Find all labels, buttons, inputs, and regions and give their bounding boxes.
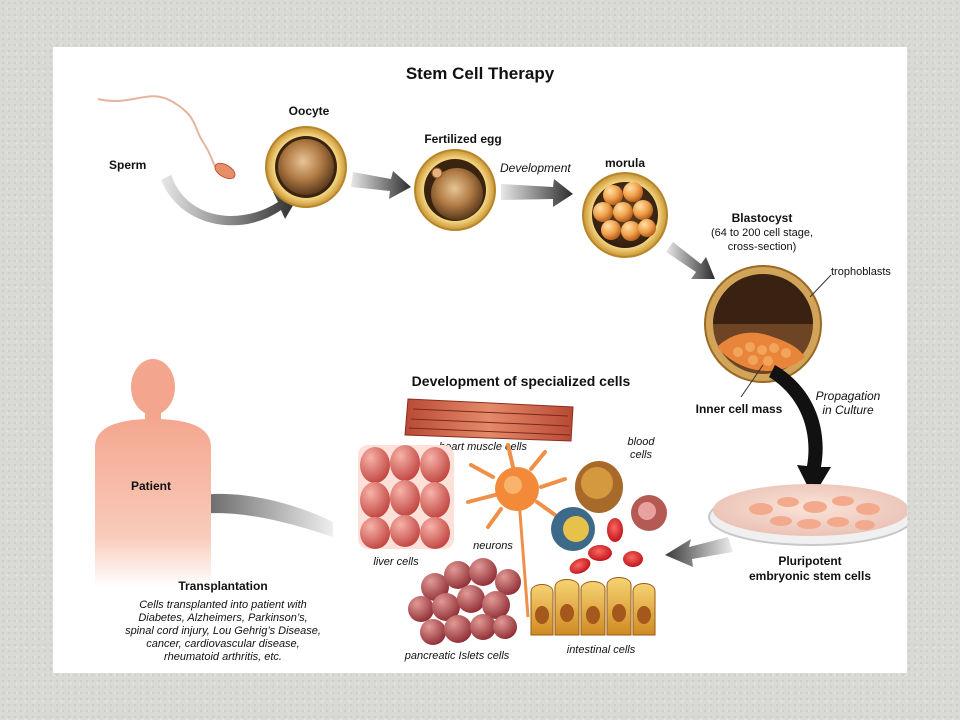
transplantation-line-1: Cells transplanted into patient with: [139, 599, 307, 611]
diagram-title: Stem Cell Therapy: [406, 64, 555, 83]
liver-cells-illustration: [358, 445, 454, 549]
specialized-heading: Development of specialized cells: [412, 373, 631, 389]
sperm-illustration: [97, 95, 236, 180]
petri-dish-illustration: [708, 484, 907, 546]
oocyte-illustration: [265, 126, 347, 208]
patient-label: Patient: [131, 479, 171, 493]
transplantation-heading: Transplantation: [178, 579, 267, 593]
diagram-card: Stem Cell Therapy Sperm Oocyte Fertilize…: [53, 47, 907, 673]
arrow-sperm-to-oocyte: [161, 175, 298, 226]
transplantation-line-2: Diabetes, Alzheimers, Parkinson’s,: [138, 612, 307, 624]
blastocyst-label: Blastocyst: [732, 211, 793, 225]
morula-illustration: [582, 172, 668, 258]
morula-label: morula: [605, 156, 645, 170]
arrow-egg-to-morula: [501, 179, 573, 207]
liver-cells-label: liver cells: [373, 556, 419, 568]
intestinal-cells-label: intestinal cells: [567, 644, 636, 656]
sperm-label: Sperm: [109, 158, 146, 172]
blood-cells-label-2: cells: [630, 449, 653, 461]
transplantation-line-3: spinal cord injury, Lou Gehrig’s Disease…: [125, 625, 321, 637]
heart-muscle-illustration: [404, 398, 574, 442]
arrow-propagation: [769, 365, 831, 497]
pancreatic-cells-illustration: [408, 558, 521, 645]
stem-cell-diagram: Stem Cell Therapy Sperm Oocyte Fertilize…: [95, 64, 907, 663]
fertilized-egg-label: Fertilized egg: [424, 132, 501, 146]
neurons-label: neurons: [473, 540, 513, 552]
arrow-dish-to-cells: [665, 537, 733, 567]
propagation-label-1: Propagation: [816, 389, 881, 403]
trophoblasts-label: trophoblasts: [831, 266, 891, 278]
blastocyst-note-1: (64 to 200 cell stage,: [711, 227, 813, 239]
patient-silhouette: [95, 359, 211, 587]
pancreatic-cells-label: pancreatic Islets cells: [404, 650, 510, 662]
blood-cells-label-1: blood: [628, 436, 656, 448]
neuron-illustration: [466, 443, 567, 618]
blastocyst-note-2: cross-section): [728, 241, 796, 253]
heart-muscle-label: heart muscle cells: [439, 441, 528, 453]
arrow-morula-to-blastocyst: [666, 242, 715, 279]
intestinal-cells-illustration: [530, 577, 656, 636]
pluripotent-label-1: Pluripotent: [778, 554, 841, 568]
propagation-label-2: in Culture: [822, 403, 874, 417]
fertilized-egg-illustration: [414, 149, 496, 231]
transplantation-line-4: cancer, cardiovascular disease,: [146, 638, 299, 650]
trophoblasts-pointer: [809, 274, 832, 298]
inner-cell-mass-label: Inner cell mass: [696, 402, 783, 416]
blastocyst-illustration: [704, 265, 822, 383]
oocyte-label: Oocyte: [289, 104, 330, 118]
transplantation-line-5: rheumatoid arthritis, etc.: [164, 651, 282, 663]
development-label: Development: [500, 161, 571, 175]
pluripotent-label-2: embryonic stem cells: [749, 569, 871, 583]
arrow-oocyte-to-egg: [351, 171, 411, 199]
inner-cell-mass-pointer: [740, 364, 764, 398]
blood-cells-illustration: [551, 461, 667, 574]
